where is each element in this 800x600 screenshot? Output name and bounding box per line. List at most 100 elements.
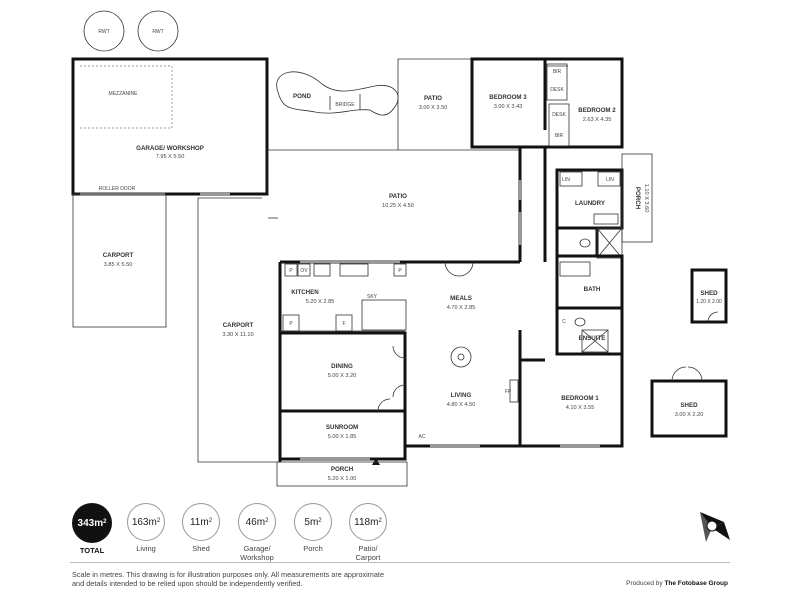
pond-label: POND — [293, 93, 311, 100]
pantry-label-3: P — [289, 321, 293, 327]
desk-label-1: DESK — [550, 87, 564, 93]
large-shed-dims: 3.00 X 2.20 — [675, 412, 704, 418]
bedroom2-robe — [548, 103, 570, 147]
patio-small-dims: 3.00 X 3.50 — [419, 105, 448, 111]
carport-small-outline — [72, 193, 167, 328]
carport-large-outline — [197, 198, 280, 463]
area-total-label: TOTAL — [79, 546, 105, 555]
desk-label-2: DESK — [552, 112, 566, 118]
oven-label: OV — [300, 268, 308, 274]
garage-dims: 7.95 X 5.50 — [156, 154, 185, 160]
small-shed-walls — [690, 268, 728, 324]
lin-label-2: LIN — [606, 177, 614, 183]
dining-label: DINING — [331, 363, 353, 370]
tank-label-1: RWT — [98, 29, 109, 35]
sunroom-dims: 5.00 X 1.85 — [328, 434, 357, 440]
living-dims: 4.80 X 4.50 — [447, 402, 476, 408]
kitchen-label: KITCHEN — [291, 289, 319, 296]
rainwater-tank-2 — [137, 10, 179, 52]
carport-large-label: CARPORT — [223, 322, 254, 329]
rainwater-tank-1 — [83, 10, 125, 52]
bedroom-block-walls — [470, 57, 624, 149]
small-shed-label: SHED — [700, 290, 718, 297]
area-living-label: Living — [136, 544, 156, 553]
patio-large-outline — [267, 149, 520, 194]
area-total-value: 343 — [77, 517, 95, 529]
ceiling-fan-icon — [450, 346, 472, 368]
ensuite-label: ENSUITE — [579, 335, 606, 342]
area-garage-value: 46 — [245, 516, 257, 528]
area-porch-label: Porch — [303, 544, 323, 553]
front-porch-label: PORCH — [331, 466, 354, 473]
ensuite-walls — [555, 306, 624, 356]
fireplace-label: FP — [505, 389, 512, 395]
area-shed-value: 11 — [189, 516, 201, 528]
fridge-label: F — [342, 321, 345, 327]
side-porch-dims: 1.10 X 3.60 — [643, 184, 649, 213]
meals-label: MEALS — [450, 295, 472, 302]
bridge-label: BRIDGE — [335, 102, 355, 108]
front-porch-dims: 5.20 X 1.00 — [328, 476, 357, 482]
bedroom3-robe — [546, 63, 568, 101]
tank-label-2: RWT — [152, 29, 163, 35]
bedroom3-dims: 3.00 X 3.43 — [494, 104, 523, 110]
side-porch-label: PORCH — [634, 187, 641, 210]
produced-company: The Fotobase Group — [664, 580, 728, 587]
entry-arrow-icon — [372, 458, 380, 465]
patio-small-label: PATIO — [424, 95, 442, 102]
side-porch-outline — [621, 153, 653, 243]
aircon-label: AC — [419, 434, 426, 440]
large-shed-label: SHED — [680, 402, 698, 409]
pantry-label-1: P — [289, 268, 293, 274]
bedroom2-dims: 2.63 X 4.35 — [583, 117, 612, 123]
bath-label: BATH — [584, 286, 601, 293]
garage-label: GARAGE/ WORKSHOP — [136, 145, 204, 152]
bedroom3-label: BEDROOM 3 — [489, 94, 527, 101]
patio-small-outline — [397, 58, 472, 150]
cupboard-label: C — [562, 319, 566, 325]
bedroom2-label: BEDROOM 2 — [578, 107, 616, 114]
bedroom1-label: BEDROOM 1 — [561, 395, 599, 402]
skylight-label: SKY — [367, 294, 378, 300]
disclaimer-text: Scale in metres. This drawing is for ill… — [72, 570, 385, 588]
mezzanine-label: MEZZANINE — [109, 91, 139, 97]
carport-small-dims: 3.85 X 5.50 — [104, 262, 133, 268]
produced-prefix: Produced by — [626, 580, 665, 587]
area-garage-label: Garage/ Workshop — [240, 544, 274, 562]
area-porch-value: 5 — [304, 516, 310, 528]
bir-label-2: BIR — [555, 133, 564, 139]
mezzanine-outline — [80, 65, 173, 129]
area-patio-value: 118 — [354, 516, 371, 528]
garage-walls — [71, 57, 269, 196]
dining-dims: 5.00 X 3.20 — [328, 373, 357, 379]
area-total-sup: 2 — [103, 519, 107, 525]
living-label: LIVING — [451, 392, 472, 399]
area-shed-label: Shed — [192, 544, 210, 553]
laundry-label: LAUNDRY — [575, 200, 606, 207]
kitchen-dims: 5.20 X 2.85 — [306, 299, 335, 305]
compass-icon — [700, 512, 730, 542]
small-shed-dims: 1.20 X 2.00 — [696, 299, 722, 305]
produced-by: Produced by The Fotobase Group — [626, 580, 728, 587]
bath-walls — [555, 254, 624, 310]
roller-door-label: ROLLER DOOR — [99, 186, 136, 192]
sunroom-label: SUNROOM — [326, 424, 358, 431]
area-living-value: 163 — [131, 516, 149, 528]
meals-dims: 4.70 X 2.85 — [447, 305, 476, 311]
patio-large-dims: 10.25 X 4.50 — [382, 203, 414, 209]
carport-large-dims: 3.30 X 11.10 — [222, 332, 253, 338]
carport-small-label: CARPORT — [103, 252, 134, 259]
bir-label-1: BIR — [553, 69, 562, 75]
